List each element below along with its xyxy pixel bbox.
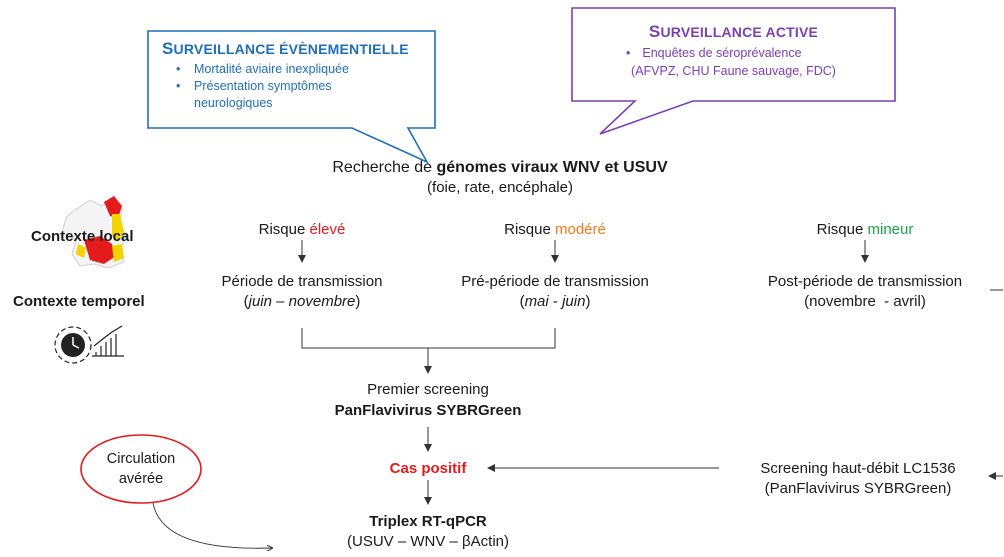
post-periode-dates: (novembre - avril) <box>804 293 926 310</box>
bubble-active-line2: (AFVPZ, CHU Faune sauvage, FDC) <box>631 64 836 78</box>
triplex-line2: (USUV – WNV – βActin) <box>347 533 509 550</box>
recherche-sub: (foie, rate, encéphale) <box>427 179 573 196</box>
pre-periode-dates: (mai - juin) <box>519 293 591 310</box>
risque-eleve: Risque élevé <box>258 221 346 238</box>
recherche-title: Recherche de génomes viraux WNV et USUV <box>332 159 668 176</box>
screening-line1: Premier screening <box>367 381 489 398</box>
france-map-icon <box>61 196 127 269</box>
triplex-line1: Triplex RT-qPCR <box>369 513 487 530</box>
circulation-line2: avérée <box>118 471 164 487</box>
bubble-active-item: •Enquêtes de séroprévalence <box>626 46 802 60</box>
post-periode-title: Post-période de transmission <box>767 273 963 290</box>
risque-mineur: Risque mineur <box>816 221 914 238</box>
periode-title: Période de transmission <box>221 273 383 290</box>
cas-positif: Cas positif <box>389 460 467 477</box>
contexte-temporel-label: Contexte temporel <box>13 293 145 310</box>
bubble-evenementielle-item: Présentation symptômes <box>170 78 349 95</box>
bubble-evenementielle-item: Mortalité aviaire inexpliquée <box>170 61 349 78</box>
haut-debit-line1: Screening haut-débit LC1536 <box>760 460 956 477</box>
bubble-evenementielle-list: Mortalité aviaire inexpliquée Présentati… <box>170 61 349 112</box>
circulation-ellipse <box>80 434 202 504</box>
periodes-join-line <box>301 328 556 349</box>
periode-dates: (juin – novembre) <box>243 293 361 310</box>
bubble-evenementielle-title: SURVEILLANCE ÉVÈNEMENTIELLE <box>162 39 409 58</box>
screening-line2: PanFlavivirus SYBRGreen <box>334 402 522 419</box>
circulation-line1: Circulation <box>106 451 176 467</box>
pre-periode-title: Pré-période de transmission <box>461 273 649 290</box>
contexte-local-label: Contexte local <box>31 228 134 245</box>
bubble-evenementielle-item: neurologiques <box>194 96 273 110</box>
haut-debit-line2: (PanFlavivirus SYBRGreen) <box>764 480 952 497</box>
bubble-active-title: SURVEILLANCE ACTIVE <box>648 22 819 41</box>
bubble-active-shape <box>571 7 896 135</box>
arrow-circulation-to-triplex <box>152 502 272 548</box>
gear-clock-chart-icon <box>54 325 124 364</box>
risque-modere: Risque modéré <box>504 221 606 238</box>
